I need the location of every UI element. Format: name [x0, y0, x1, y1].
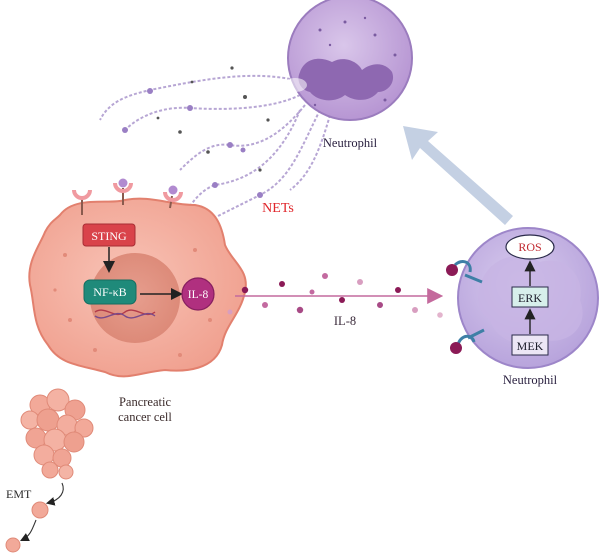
pancreatic-cancer-cell [28, 197, 247, 378]
il8-arrow-label: IL-8 [334, 314, 356, 328]
il8-node-label: IL-8 [188, 289, 209, 301]
cancer-cell-label-2: cancer cell [118, 410, 172, 424]
migrating-cell-1 [31, 501, 49, 519]
neutrophil-top [283, 0, 413, 121]
nets-granules [122, 88, 263, 228]
il8-particles [227, 273, 443, 318]
cancer-cell-label-1: Pancreatic [119, 395, 172, 409]
mek-box [511, 334, 549, 356]
nets-label: NETs [262, 201, 294, 216]
neutrophil-receptors [446, 260, 485, 354]
neutrophil-right [457, 227, 599, 369]
neutrophil-right-label: Neutrophil [503, 373, 558, 387]
cancer-receptors [72, 178, 183, 215]
nfkb-label: NF-κB [93, 285, 126, 299]
dna-icon [94, 309, 156, 319]
nets-debris [156, 66, 270, 172]
migrating-cell-2 [5, 537, 21, 553]
erk-box [511, 286, 549, 308]
activation-arrow [403, 126, 513, 225]
emt-arrow-2 [20, 519, 37, 541]
mek-label: MEK [517, 339, 544, 353]
neutrophil-top-label: Neutrophil [323, 136, 378, 150]
ros-label: ROS [518, 240, 541, 254]
il8-node [181, 277, 215, 311]
emt-arrow [45, 482, 64, 506]
erk-label: ERK [518, 291, 542, 305]
sting-box [82, 223, 136, 247]
sting-label: STING [91, 229, 127, 243]
nucleus-lobed [298, 58, 394, 101]
emt-label: EMT [6, 487, 32, 501]
nfkb-box [83, 279, 137, 305]
ros-node [505, 234, 555, 260]
cancer-cell-cluster [20, 388, 94, 480]
